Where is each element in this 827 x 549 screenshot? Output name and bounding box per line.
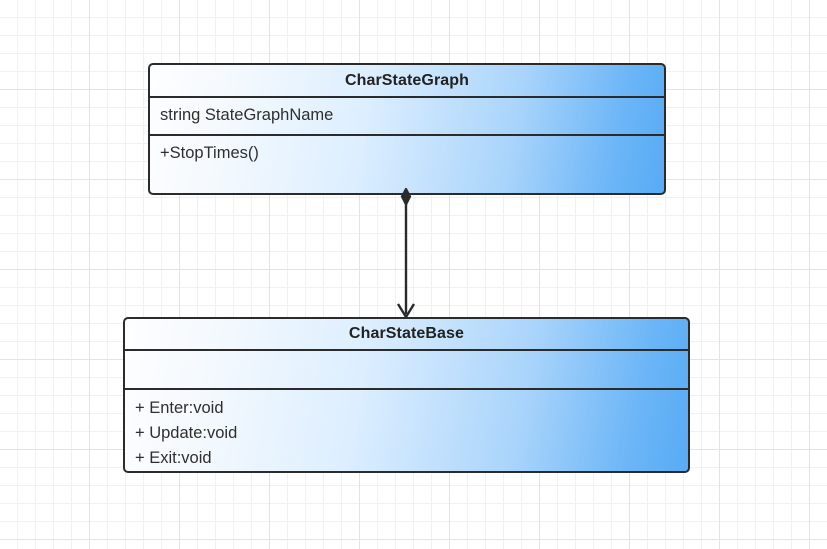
method-row: + Exit:void xyxy=(135,449,212,467)
method-row: + Update:void xyxy=(135,424,238,442)
uml-class-char-state-graph[interactable]: CharStateGraph string StateGraphName +St… xyxy=(148,63,666,195)
composition-connector-char-state-graph-to-char-state-base[interactable] xyxy=(386,188,426,322)
attribute-row: string StateGraphName xyxy=(160,106,334,124)
class-title-char-state-base: CharStateBase xyxy=(348,325,465,342)
class-title-char-state-graph: CharStateGraph xyxy=(344,71,470,89)
class-attributes-char-state-graph: string StateGraphName xyxy=(150,96,664,134)
method-row: +StopTimes() xyxy=(160,144,259,162)
class-methods-char-state-base: + Enter:void + Update:void + Exit:void xyxy=(125,388,688,471)
class-methods-char-state-graph: +StopTimes() xyxy=(150,134,664,193)
method-row: + Enter:void xyxy=(135,399,224,417)
class-attributes-char-state-base xyxy=(125,349,688,388)
uml-class-char-state-base[interactable]: CharStateBase + Enter:void + Update:void… xyxy=(123,317,690,473)
open-arrow-icon xyxy=(396,303,416,320)
